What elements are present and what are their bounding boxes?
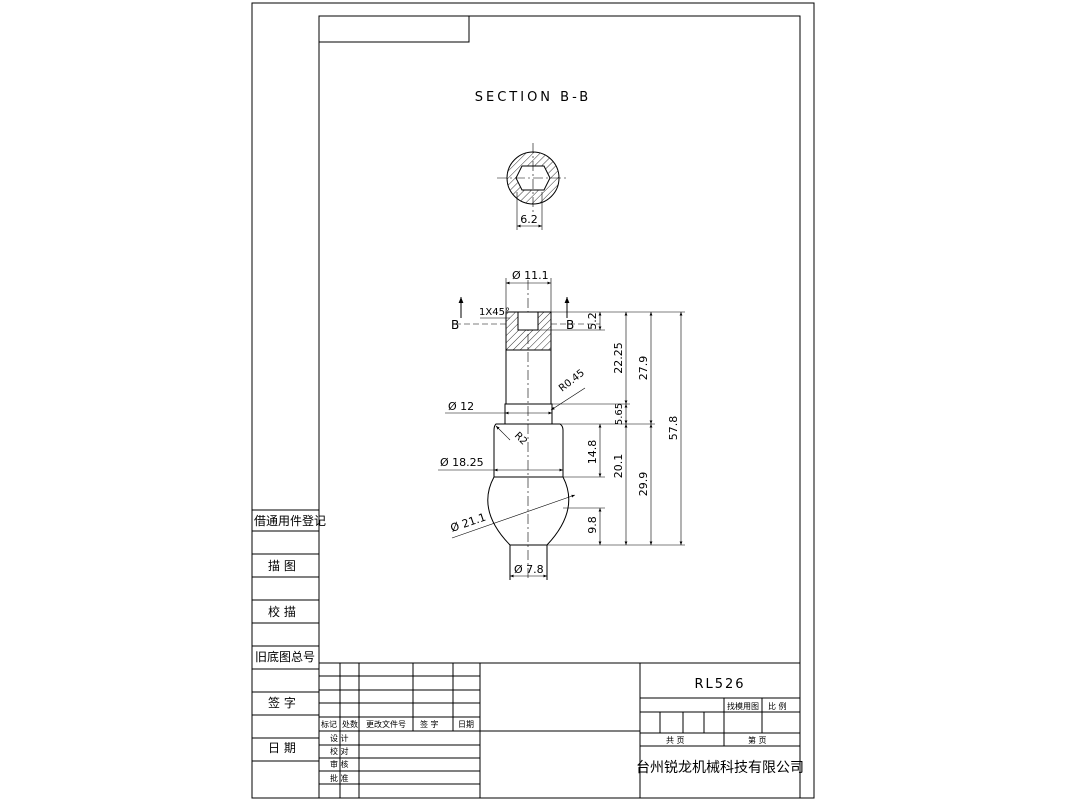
- dim-fillet: R0.45: [557, 368, 587, 395]
- dim-29-9: 29.9: [637, 472, 650, 497]
- title-mark: 找模用图: [727, 701, 759, 711]
- dim-body-diameter: Ø 18.25: [440, 456, 484, 469]
- sheet-frame: [251, 2, 815, 799]
- left-panel: [252, 509, 319, 762]
- dim-20-1: 20.1: [612, 454, 625, 479]
- rev-header-doc: 更改文件号: [366, 719, 406, 729]
- title-total-pages: 共 页: [666, 736, 685, 745]
- dim-9-8: 9.8: [586, 516, 599, 534]
- dim-5-65: 5.65: [614, 403, 625, 425]
- part-view: [487, 280, 570, 580]
- dim-bottom-diameter: Ø 7.8: [514, 563, 544, 576]
- dim-top-diameter: Ø 11.1: [512, 269, 549, 282]
- rev-header-mark: 标记: [321, 719, 337, 729]
- role-review: 审 核: [330, 759, 349, 769]
- dim-57-8: 57.8: [667, 416, 680, 441]
- dim-ball-diameter: Ø 21.1: [449, 511, 488, 535]
- section-markers: B B: [451, 297, 600, 332]
- dim-27-9: 27.9: [637, 356, 650, 381]
- dim-chamfer: 1X45°: [479, 307, 510, 318]
- rev-header-sign: 签 字: [420, 719, 439, 729]
- left-panel-labels: 借通用件登记 描 图 校 描 旧底图总号 签 字 日 期: [254, 513, 326, 755]
- dim-22-25: 22.25: [612, 342, 625, 374]
- label-check-tracing: 校 描: [268, 604, 296, 619]
- role-proofread: 校 对: [330, 746, 349, 756]
- section-title: SECTION B-B: [475, 90, 591, 105]
- company-name: 台州锐龙机械科技有限公司: [636, 760, 804, 776]
- label-signature: 签 字: [268, 695, 296, 710]
- label-date: 日 期: [268, 741, 296, 755]
- label-old-drawing-number: 旧底图总号: [255, 649, 315, 664]
- title-scale: 比 例: [768, 701, 787, 711]
- role-approve: 批 准: [330, 773, 349, 783]
- dim-section-width: 6.2: [520, 213, 538, 226]
- title-sheet-number: 第 页: [748, 735, 767, 745]
- revision-table-text: 标记 处数 更改文件号 签 字 日期 设 计 校 对 审 核 批 准: [321, 719, 474, 783]
- label-borrow-register: 借通用件登记: [254, 513, 326, 528]
- revision-table: [319, 662, 800, 798]
- section-marker-left: B: [451, 318, 459, 332]
- rev-header-count: 处数: [342, 719, 358, 729]
- dim-neck-diameter: Ø 12: [448, 400, 474, 413]
- title-block: [639, 663, 800, 798]
- dim-r2: R2: [512, 430, 529, 447]
- role-design: 设 计: [330, 733, 349, 743]
- part-number: RL526: [694, 677, 745, 692]
- dimension-texts: Ø 11.1 1X45° 5.2 22.25 27.9 57.8 R0.45 Ø…: [440, 269, 680, 576]
- dimension-lines: [438, 278, 685, 578]
- dim-14-8: 14.8: [586, 440, 599, 465]
- rev-header-date: 日期: [458, 720, 474, 729]
- dim-slot-depth: 5.2: [586, 312, 599, 330]
- label-tracing: 描 图: [268, 559, 296, 573]
- section-view: 6.2: [497, 143, 569, 230]
- section-marker-right: B: [566, 318, 574, 332]
